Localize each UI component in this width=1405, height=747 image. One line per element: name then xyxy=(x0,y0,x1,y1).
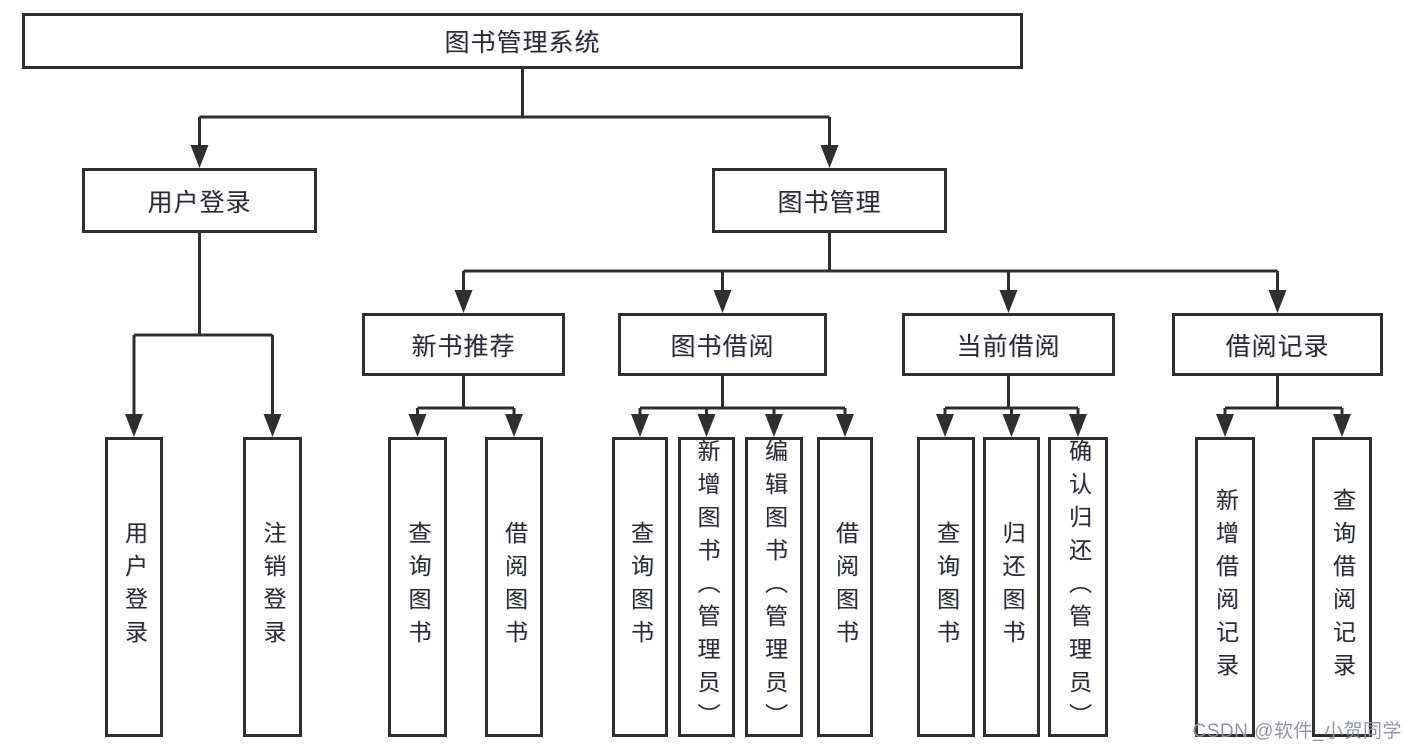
node-label-leaf-logout: 注销登录 xyxy=(260,521,286,653)
node-leaf-query-book-3: 查询图书 xyxy=(917,437,975,737)
node-leaf-edit-book: 编辑图书（管理员） xyxy=(745,437,803,737)
arrowhead-icon xyxy=(505,414,523,437)
arrowhead-icon xyxy=(1069,414,1087,437)
node-label-user-login: 用户登录 xyxy=(147,188,252,217)
node-leaf-logout: 注销登录 xyxy=(243,437,302,737)
node-label-borrow-record: 借阅记录 xyxy=(1225,332,1330,361)
node-label-leaf-return-book: 归还图书 xyxy=(999,521,1025,653)
arrowhead-icon xyxy=(836,414,854,437)
node-label-book-mgmt: 图书管理 xyxy=(777,188,882,217)
node-leaf-return-book: 归还图书 xyxy=(983,437,1040,737)
arrowhead-icon xyxy=(713,290,732,313)
arrowhead-icon xyxy=(697,414,716,437)
arrowhead-icon xyxy=(263,414,282,437)
node-leaf-query-record: 查询借阅记录 xyxy=(1312,437,1372,737)
arrowhead-icon xyxy=(1333,414,1351,437)
node-leaf-query-book-2: 查询图书 xyxy=(612,437,668,737)
arrowhead-icon xyxy=(125,414,143,437)
arrowhead-icon xyxy=(765,414,783,437)
node-label-root: 图书管理系统 xyxy=(444,29,601,57)
arrowhead-icon xyxy=(1268,290,1287,313)
node-label-leaf-query-book-1: 查询图书 xyxy=(405,521,431,653)
node-borrow-record: 借阅记录 xyxy=(1172,313,1383,376)
arrowhead-icon xyxy=(999,290,1018,313)
node-label-leaf-borrow-book-2: 借阅图书 xyxy=(832,521,859,653)
node-new-book-rec: 新书推荐 xyxy=(362,313,565,376)
node-label-new-book-rec: 新书推荐 xyxy=(411,332,516,361)
node-leaf-add-record: 新增借阅记录 xyxy=(1195,437,1255,737)
node-book-borrow: 图书借阅 xyxy=(618,313,827,376)
node-label-leaf-borrow-book-1: 借阅图书 xyxy=(501,521,528,653)
node-label-leaf-add-book: 新增图书（管理员） xyxy=(694,438,720,736)
node-label-leaf-edit-book: 编辑图书（管理员） xyxy=(761,438,788,736)
node-label-leaf-query-record: 查询借阅记录 xyxy=(1329,488,1356,686)
node-leaf-user-login: 用户登录 xyxy=(105,437,163,737)
arrowhead-icon xyxy=(1002,414,1021,437)
node-leaf-borrow-book-2: 借阅图书 xyxy=(817,437,873,737)
watermark-text: CSDN @软件_小贺同学 xyxy=(1192,721,1402,742)
node-label-book-borrow: 图书借阅 xyxy=(670,332,775,361)
node-current-borrow: 当前借阅 xyxy=(902,313,1115,376)
node-root: 图书管理系统 xyxy=(22,13,1023,69)
node-label-current-borrow: 当前借阅 xyxy=(956,332,1061,361)
node-label-leaf-user-login: 用户登录 xyxy=(121,521,148,653)
node-leaf-query-book-1: 查询图书 xyxy=(388,437,447,737)
node-leaf-confirm-return: 确认归还（管理员） xyxy=(1048,437,1108,737)
node-label-leaf-query-book-3: 查询图书 xyxy=(933,521,960,653)
arrowhead-icon xyxy=(820,145,839,168)
arrowhead-icon xyxy=(1216,414,1234,437)
node-user-login: 用户登录 xyxy=(82,168,317,233)
arrowhead-icon xyxy=(408,414,427,437)
node-label-leaf-confirm-return: 确认归还（管理员） xyxy=(1065,438,1092,736)
node-book-mgmt: 图书管理 xyxy=(712,168,947,233)
arrowhead-icon xyxy=(631,414,649,437)
node-leaf-add-book: 新增图书（管理员） xyxy=(678,437,735,737)
node-label-leaf-add-record: 新增借阅记录 xyxy=(1212,488,1239,686)
arrowhead-icon xyxy=(936,414,954,437)
node-label-leaf-query-book-2: 查询图书 xyxy=(627,521,654,653)
arrowhead-icon xyxy=(454,290,473,313)
node-leaf-borrow-book-1: 借阅图书 xyxy=(485,437,543,737)
arrowhead-icon xyxy=(190,145,209,168)
